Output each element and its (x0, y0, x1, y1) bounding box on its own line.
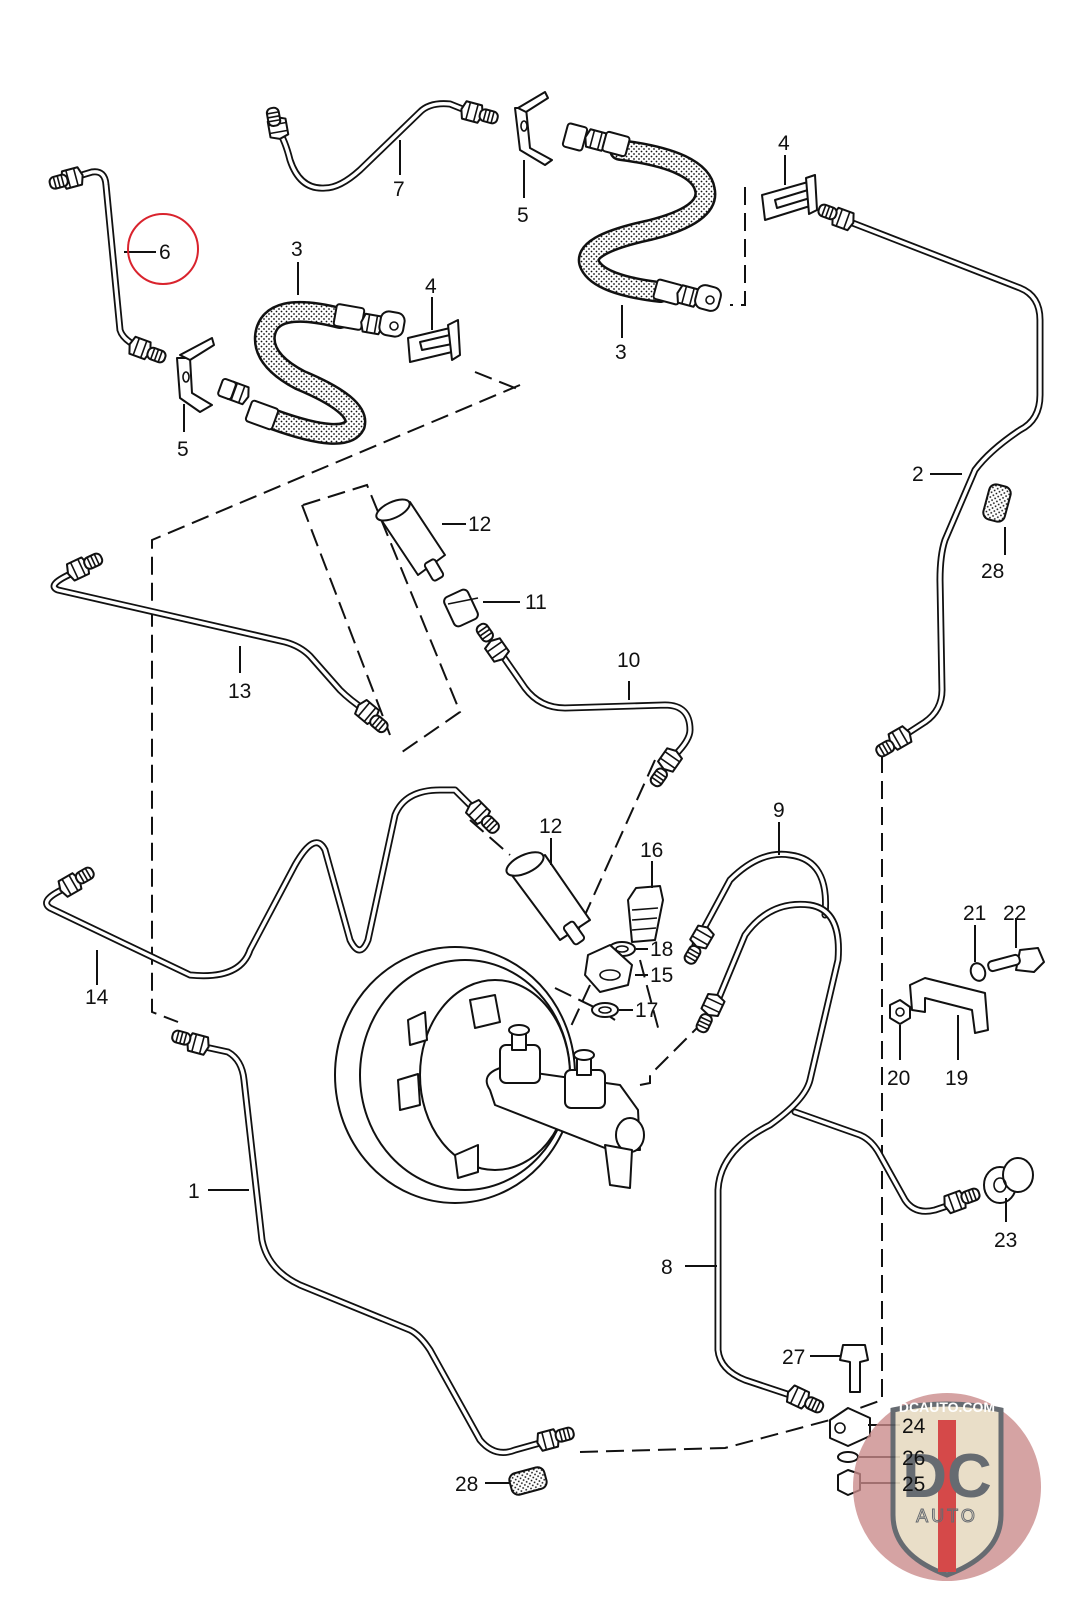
callout-3-upper[interactable]: 3 (615, 341, 627, 364)
callout-17[interactable]: 17 (635, 999, 658, 1022)
part-24-fitting[interactable] (829, 1407, 871, 1447)
part-9-brake-pipe[interactable] (681, 850, 830, 967)
callout-8[interactable]: 8 (661, 1256, 673, 1279)
callout-6[interactable]: 6 (159, 241, 171, 264)
part-11-adapter[interactable] (442, 588, 479, 628)
part-1-brake-pipe[interactable] (170, 1028, 576, 1456)
callout-7[interactable]: 7 (393, 178, 405, 201)
part-8-branch-pipe[interactable] (791, 1108, 982, 1216)
callout-26[interactable]: 26 (902, 1447, 925, 1470)
callout-23[interactable]: 23 (994, 1229, 1017, 1252)
callout-11[interactable]: 11 (525, 591, 547, 614)
callout-28-upper[interactable]: 28 (981, 560, 1004, 583)
highlight-circle-part-6 (127, 213, 199, 285)
callout-5-lower[interactable]: 5 (177, 438, 189, 461)
callout-labels-over-watermark: 24 26 25 (902, 1415, 926, 1496)
part-22-bolt[interactable] (987, 947, 1045, 973)
callout-12-lower[interactable]: 12 (539, 815, 562, 838)
part-17-seal-washer[interactable] (591, 1002, 619, 1018)
callout-9[interactable]: 9 (773, 799, 785, 822)
part-23-elbow-fitting[interactable] (983, 1157, 1034, 1204)
master-cylinder (485, 1024, 645, 1189)
part-19-clamp-bracket[interactable] (909, 977, 989, 1034)
part-5-bracket-upper[interactable] (514, 91, 553, 166)
part-26-washer[interactable] (837, 1451, 859, 1463)
callout-18[interactable]: 18 (650, 938, 673, 961)
part-4-hose-clip-upper[interactable] (761, 174, 818, 221)
callout-13[interactable]: 13 (228, 680, 251, 703)
part-5-bracket-lower[interactable] (176, 337, 215, 413)
part-27-bolt[interactable] (839, 1344, 869, 1393)
callout-12-upper[interactable]: 12 (468, 513, 491, 536)
part-12-pressure-switch-upper[interactable] (373, 495, 446, 582)
part-13-brake-pipe[interactable] (50, 550, 391, 736)
callout-16[interactable]: 16 (640, 839, 663, 862)
watermark-logo-subtext: AUTO (916, 1506, 978, 1526)
watermark-logo-letters: DC (902, 1442, 992, 1511)
part-16-banjo-bolt[interactable] (627, 885, 664, 943)
callout-21[interactable]: 21 (963, 902, 986, 925)
watermark-site: DCAUTO.COM (899, 1399, 995, 1415)
callout-5-upper[interactable]: 5 (517, 204, 529, 227)
callout-1[interactable]: 1 (188, 1180, 200, 1203)
callout-25[interactable]: 25 (902, 1473, 925, 1496)
callout-27[interactable]: 27 (782, 1346, 805, 1369)
part-14-brake-pipe[interactable] (43, 786, 502, 980)
callout-3-lower[interactable]: 3 (291, 238, 303, 261)
assembly-dashed-lines (151, 187, 883, 1453)
part-20-nut[interactable] (889, 999, 911, 1025)
part-12-pressure-switch-lower[interactable] (503, 847, 591, 946)
callout-20[interactable]: 20 (887, 1067, 910, 1090)
leader-lines (96, 140, 1017, 1484)
part-6-brake-pipe[interactable] (47, 165, 168, 365)
callout-28-lower[interactable]: 28 (455, 1473, 478, 1496)
part-10-brake-pipe[interactable] (473, 620, 694, 790)
callout-15[interactable]: 15 (650, 964, 673, 987)
callout-10[interactable]: 10 (617, 649, 640, 672)
part-7-brake-pipe[interactable] (265, 99, 500, 192)
callout-2[interactable]: 2 (912, 463, 924, 486)
dcauto-watermark: DCAUTO.COM DC AUTO (853, 1393, 1041, 1581)
watermark-stripe (938, 1420, 956, 1572)
part-28-sleeve-upper[interactable] (982, 483, 1013, 523)
callout-4-lower[interactable]: 4 (425, 275, 437, 298)
callout-14[interactable]: 14 (85, 986, 109, 1009)
part-21-washer[interactable] (968, 961, 987, 983)
part-3-brake-hose-upper[interactable] (561, 122, 722, 313)
callout-19[interactable]: 19 (945, 1067, 968, 1090)
part-4-hose-clip-lower[interactable] (407, 319, 461, 363)
callout-22[interactable]: 22 (1003, 902, 1026, 925)
callout-labels: 6 7 5 5 3 3 4 4 2 28 12 11 13 10 14 12 1… (85, 132, 1026, 1496)
callout-24[interactable]: 24 (902, 1415, 926, 1438)
brake-booster (334, 946, 576, 1204)
part-28-sleeve-lower[interactable] (508, 1466, 548, 1497)
part-8-brake-pipe[interactable] (693, 900, 842, 1416)
callout-4-upper[interactable]: 4 (778, 132, 790, 155)
part-15-banjo-fitting[interactable] (584, 944, 633, 993)
part-3-brake-hose-lower[interactable] (217, 300, 406, 445)
part-2-brake-pipe[interactable] (816, 202, 1044, 760)
